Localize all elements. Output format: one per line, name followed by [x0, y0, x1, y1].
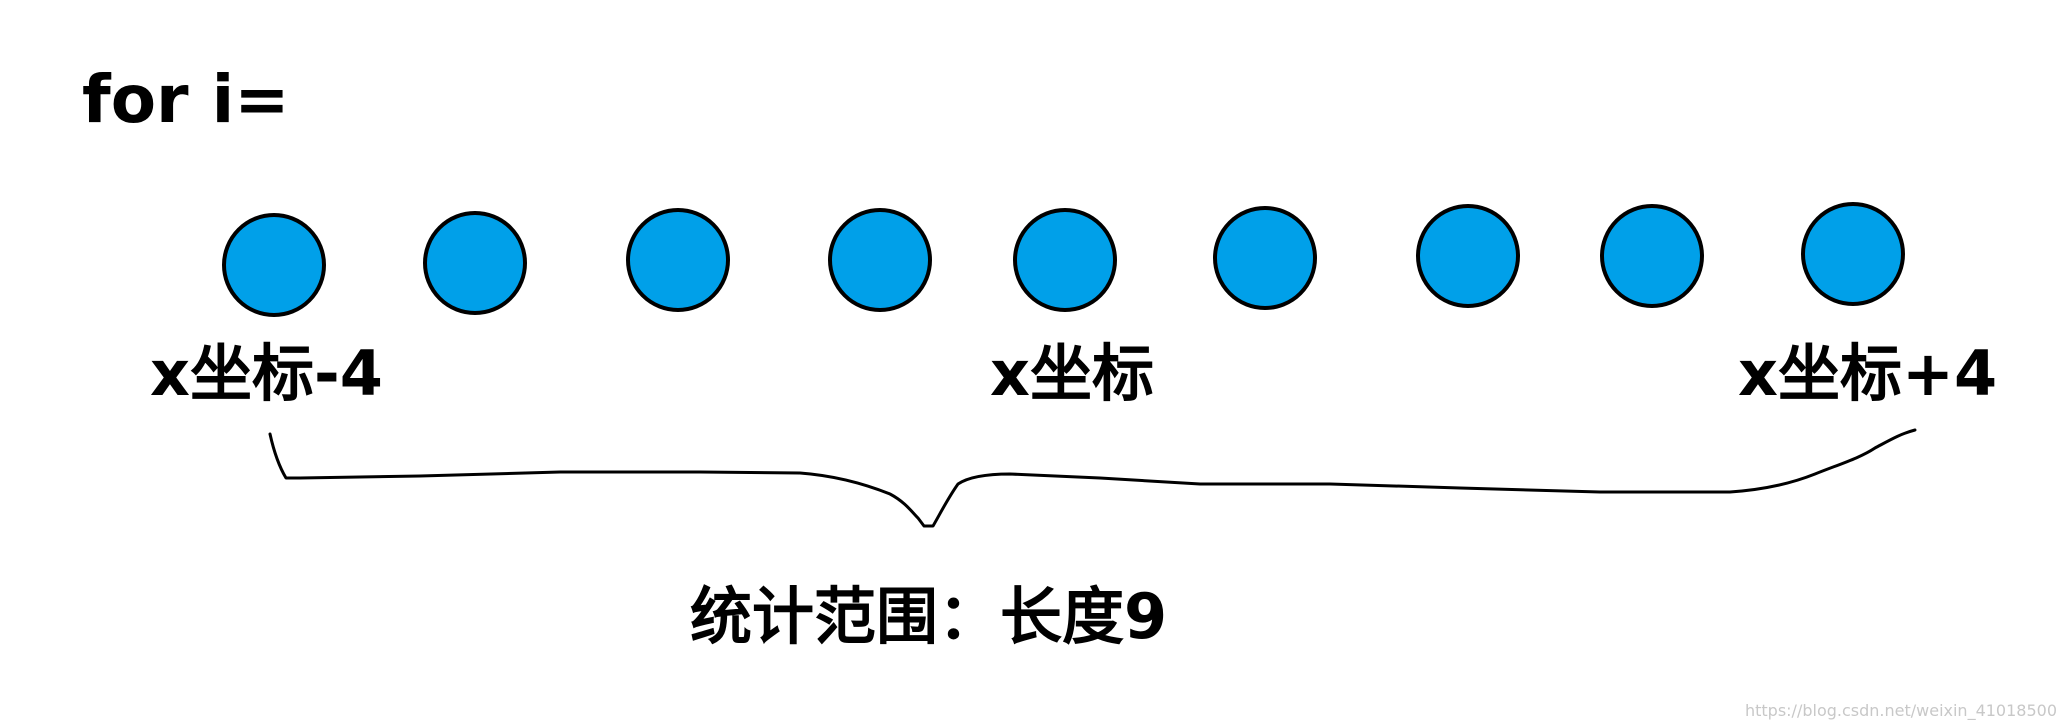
point-circle-3	[626, 208, 730, 312]
point-row	[222, 202, 1905, 317]
label-center: x坐标	[990, 337, 1154, 410]
point-circle-9	[1801, 202, 1905, 306]
range-brace	[268, 428, 1917, 528]
point-circle-7	[1416, 204, 1520, 308]
label-left-bound: x坐标-4	[150, 337, 383, 410]
point-circle-6	[1213, 206, 1317, 310]
point-circle-2	[423, 211, 527, 315]
label-right-bound: x坐标+4	[1738, 337, 1997, 410]
point-circle-4	[828, 208, 932, 312]
point-circle-5	[1013, 208, 1117, 312]
watermark-text: https://blog.csdn.net/weixin_41018500	[1745, 701, 2057, 721]
range-caption: 统计范围：长度9	[690, 580, 1167, 653]
point-circle-8	[1600, 204, 1704, 308]
for-loop-text: for i=	[82, 61, 290, 138]
point-circle-1	[222, 213, 326, 317]
